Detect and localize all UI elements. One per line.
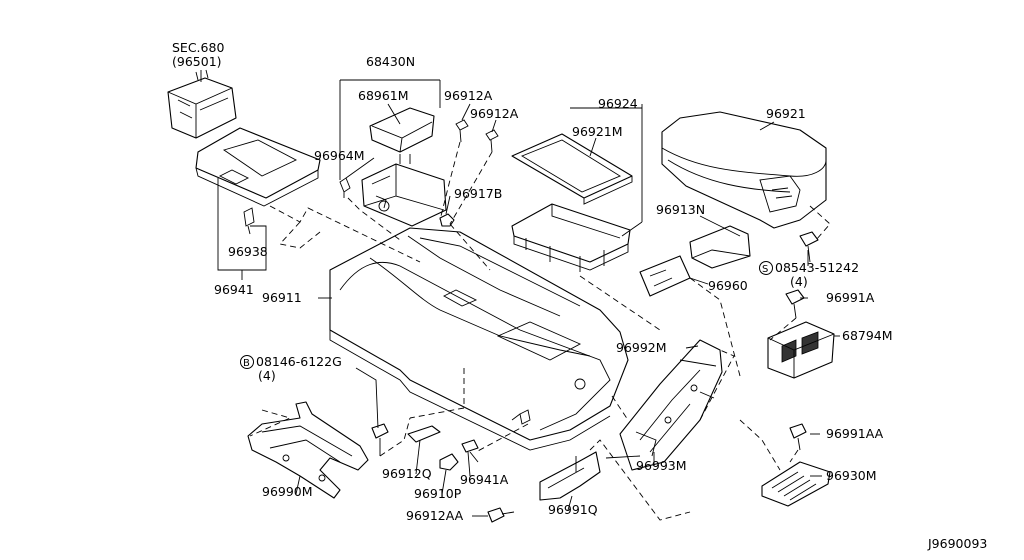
- label-08543[interactable]: 08543-51242: [775, 260, 859, 275]
- label-96993M[interactable]: 96993M: [636, 458, 687, 473]
- part-96910P-plug[interactable]: [439, 453, 459, 471]
- part-96938-clip[interactable]: [243, 207, 255, 235]
- label-96917B[interactable]: 96917B: [454, 186, 502, 201]
- part-08543-screw[interactable]: [799, 231, 819, 263]
- label-68794M[interactable]: 68794M: [842, 328, 893, 343]
- leader-lines: [200, 70, 840, 517]
- label-96913N[interactable]: 96913N: [656, 202, 705, 217]
- label-96941A[interactable]: 96941A: [460, 472, 509, 487]
- part-96912A-screw-2[interactable]: [485, 129, 499, 153]
- assembly-dashed-lines: [249, 141, 831, 521]
- part-96912AA-bolt[interactable]: [487, 507, 515, 523]
- label-96912A-2[interactable]: 96912A: [470, 106, 519, 121]
- part-68794M-rear-vent[interactable]: [767, 321, 835, 379]
- part-96921M-lid[interactable]: [511, 133, 633, 205]
- label-96921M[interactable]: 96921M: [572, 124, 623, 139]
- part-96912Q-pad[interactable]: [407, 425, 441, 443]
- label-sec680[interactable]: SEC.680: [172, 40, 224, 55]
- part-sec680-unit[interactable]: [167, 69, 237, 139]
- part-96993M-bracket[interactable]: [619, 339, 723, 471]
- part-96941A-screw[interactable]: [461, 439, 479, 463]
- part-96921-armrest[interactable]: [661, 111, 827, 229]
- part-96991Q-bracket[interactable]: [539, 451, 601, 501]
- diagram-id: J9690093: [927, 536, 987, 551]
- label-08146-group[interactable]: B 08146-6122G (4): [240, 354, 342, 383]
- part-96941-finisher[interactable]: [195, 127, 321, 207]
- part-68430N-cup-holder[interactable]: [361, 107, 447, 227]
- label-96924[interactable]: 96924: [598, 96, 638, 111]
- part-96930M-grille[interactable]: [761, 461, 831, 507]
- part-96917B-clip[interactable]: [439, 213, 455, 227]
- label-96992M[interactable]: 96992M: [616, 340, 667, 355]
- part-clip-small[interactable]: [519, 409, 531, 425]
- label-96930M[interactable]: 96930M: [826, 468, 877, 483]
- label-96991AA[interactable]: 96991AA: [826, 426, 884, 441]
- part-96964M-clip[interactable]: [339, 177, 351, 198]
- label-08146-qty: (4): [258, 368, 276, 383]
- label-08146[interactable]: 08146-6122G: [256, 354, 342, 369]
- label-96990M[interactable]: 96990M: [262, 484, 313, 499]
- part-labels: SEC.680 (96501) 68430N 68961M 96964M 969…: [172, 40, 987, 551]
- part-96991A-screw[interactable]: [785, 289, 805, 319]
- label-96941[interactable]: 96941: [214, 282, 254, 297]
- label-96991Q[interactable]: 96991Q: [548, 502, 598, 517]
- part-96913N-cover[interactable]: [689, 225, 751, 269]
- label-96912AA[interactable]: 96912AA: [406, 508, 464, 523]
- label-68961M[interactable]: 68961M: [358, 88, 409, 103]
- label-96912Q[interactable]: 96912Q: [382, 466, 432, 481]
- s-circle-icon: [759, 261, 773, 275]
- part-96991AA-screw[interactable]: [789, 423, 807, 451]
- part-96911-console-body[interactable]: [329, 227, 629, 451]
- label-96910P[interactable]: 96910P: [414, 486, 462, 501]
- s-symbol: S: [762, 264, 768, 275]
- part-96990M-bracket[interactable]: [247, 401, 369, 499]
- b-symbol: B: [243, 358, 250, 369]
- label-08543-group[interactable]: S 08543-51242 (4): [759, 260, 860, 289]
- part-96924-box[interactable]: [511, 203, 631, 272]
- label-sec680-ref: (96501): [172, 54, 222, 69]
- b-circle-icon: [240, 355, 254, 369]
- label-96991A[interactable]: 96991A: [826, 290, 875, 305]
- part-96960-bracket[interactable]: [639, 255, 691, 297]
- part-96912A-screw-1[interactable]: [455, 119, 469, 143]
- label-96911[interactable]: 96911: [262, 290, 302, 305]
- label-96964M[interactable]: 96964M: [314, 148, 365, 163]
- label-68430N[interactable]: 68430N: [366, 54, 415, 69]
- part-08146-bolt[interactable]: [371, 423, 389, 456]
- label-96912A-1[interactable]: 96912A: [444, 88, 493, 103]
- label-96960[interactable]: 96960: [708, 278, 748, 293]
- label-96938[interactable]: 96938: [228, 244, 268, 259]
- label-08543-qty: (4): [790, 274, 808, 289]
- label-96921[interactable]: 96921: [766, 106, 806, 121]
